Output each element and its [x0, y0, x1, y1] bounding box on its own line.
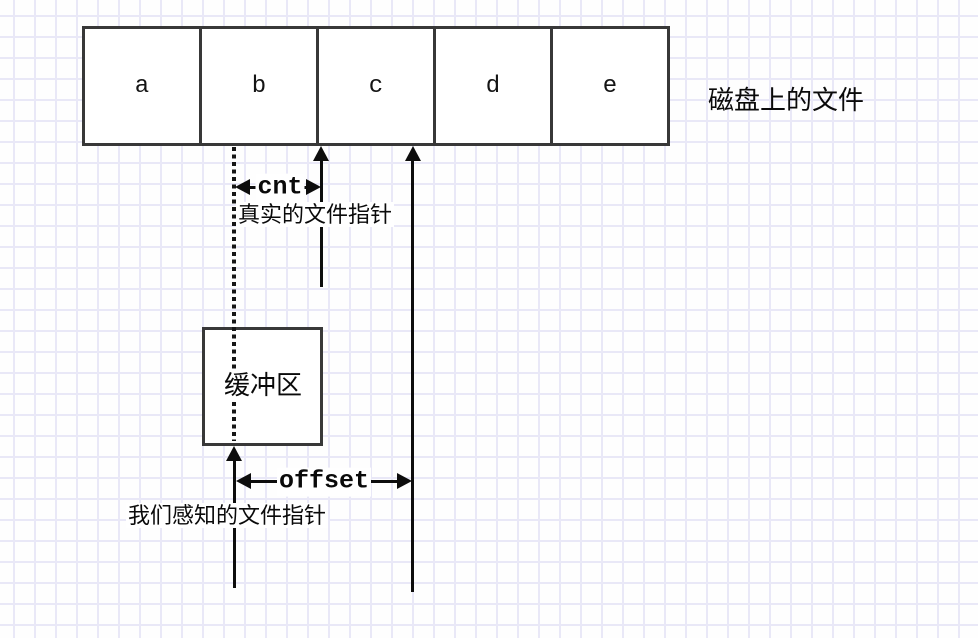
disk-cell-label: d — [485, 72, 501, 100]
disk-file-row: a b c d e — [82, 26, 670, 146]
disk-cell-label: c — [368, 72, 384, 100]
cnt-arrowhead-left-icon — [235, 179, 250, 195]
buffer-dotted-line — [232, 147, 236, 441]
disk-cell-c: c — [316, 26, 436, 146]
offset-arrowhead-right-icon — [397, 473, 412, 489]
buffer-box-label: 缓冲区 — [221, 370, 305, 401]
disk-cell-label: e — [602, 72, 618, 100]
offset-label: offset — [276, 466, 372, 497]
perceived-pointer-label: 我们感知的文件指针 — [126, 503, 329, 529]
cnt-arrowhead-right-icon — [306, 179, 321, 195]
long-pointer-arrow — [411, 159, 414, 592]
perceived-pointer-arrowhead-up-icon — [226, 446, 242, 461]
real-pointer-arrowhead-up-icon — [313, 146, 329, 161]
disk-cell-label: b — [251, 72, 267, 100]
disk-cell-e: e — [550, 26, 670, 146]
disk-cell-a: a — [82, 26, 202, 146]
disk-cell-d: d — [433, 26, 553, 146]
cnt-label: cnt — [255, 172, 305, 203]
offset-arrowhead-left-icon — [236, 473, 251, 489]
long-pointer-arrowhead-up-icon — [405, 146, 421, 161]
real-pointer-label: 真实的文件指针 — [236, 202, 395, 228]
disk-cell-label: a — [134, 72, 150, 100]
disk-row-caption: 磁盘上的文件 — [708, 85, 865, 115]
disk-cell-b: b — [199, 26, 319, 146]
